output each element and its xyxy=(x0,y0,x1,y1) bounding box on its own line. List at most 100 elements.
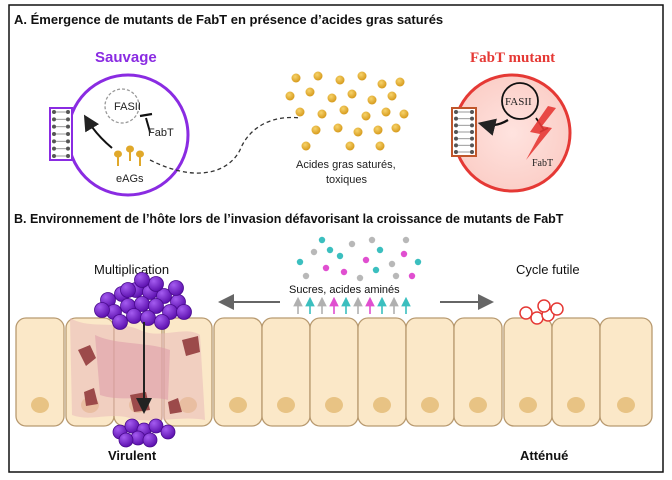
futile-cycle-label: Cycle futile xyxy=(516,262,580,277)
fatty-acid-dot xyxy=(301,141,311,151)
wildtype-fasii-cycle-icon: FASII xyxy=(104,88,141,124)
attenuated-label: Atténué xyxy=(520,448,568,463)
epithelial-cell xyxy=(15,317,65,427)
bacterium xyxy=(134,272,150,288)
nutrient-dot xyxy=(414,258,422,266)
panel-b-title: B. Environnement de l’hôte lors de l’inv… xyxy=(14,212,564,226)
mutant-fabt-label: FabT xyxy=(532,158,553,169)
bacterium xyxy=(142,432,158,448)
bacterium xyxy=(148,298,164,314)
eags-label: eAGs xyxy=(116,173,144,185)
lipid-head xyxy=(66,117,70,122)
nutrient-dot xyxy=(318,236,326,244)
wildtype-label: Sauvage xyxy=(95,49,157,66)
nutrients-label: Sucres, acides aminés xyxy=(289,284,400,296)
fatty-acid-dot xyxy=(311,125,321,135)
bacterium xyxy=(176,304,192,320)
fatty-acid-uptake-link xyxy=(149,116,301,174)
fatty-acids-label-line2: toxiques xyxy=(326,174,367,186)
bacterium xyxy=(94,302,110,318)
lipid-head xyxy=(52,132,56,136)
lipid-head xyxy=(454,143,458,148)
bacterium xyxy=(126,308,142,324)
nutrient-dot xyxy=(322,264,330,272)
bacterium xyxy=(120,282,136,298)
nutrient-dot xyxy=(348,240,356,248)
lipid-head xyxy=(454,130,458,134)
wildtype-membrane xyxy=(49,107,73,161)
nutrient-dot xyxy=(368,236,376,244)
fatty-acid-dot xyxy=(305,87,315,97)
lipid-head xyxy=(470,130,474,134)
nutrient-dot xyxy=(372,266,380,274)
fatty-acid-dot xyxy=(373,125,383,135)
mutant-fasii-label: FASII xyxy=(505,96,532,108)
lipid-head xyxy=(52,146,56,151)
mutant-label: FabT mutant xyxy=(470,50,555,66)
nutrient-dot xyxy=(402,236,410,244)
bacterium xyxy=(118,432,134,448)
lipid-head xyxy=(52,139,56,144)
lightning-icon xyxy=(526,106,556,160)
lipid-head xyxy=(470,150,474,154)
lipid-head xyxy=(52,124,56,129)
lipid-head xyxy=(66,146,70,151)
lipid-head xyxy=(454,136,458,141)
fatty-acid-dot xyxy=(339,105,349,115)
lipid-head xyxy=(470,143,474,148)
bacterium xyxy=(112,314,128,330)
fatty-acid-dot xyxy=(291,73,301,83)
lipid-head xyxy=(52,154,56,158)
nutrient-dot xyxy=(326,246,334,254)
eags-icon xyxy=(114,145,144,166)
fatty-acid-dot xyxy=(387,91,397,101)
nutrient-dot xyxy=(296,258,304,266)
lipid-head xyxy=(454,116,458,121)
fatty-acid-dot xyxy=(361,111,371,121)
nutrient-dot xyxy=(340,268,348,276)
lipid-head xyxy=(52,117,56,122)
nutrient-cloud xyxy=(296,236,422,282)
lipid-head xyxy=(66,110,70,114)
lipid-head xyxy=(66,154,70,158)
epithelial-cell xyxy=(599,317,653,427)
bacterium xyxy=(140,310,156,326)
panel-a-title: A. Émergence de mutants de FabT en prése… xyxy=(14,12,443,27)
lipid-head xyxy=(470,123,474,128)
fatty-acid-dot xyxy=(333,123,343,133)
figure-border xyxy=(8,4,664,473)
bacterium xyxy=(154,314,170,330)
nutrient-dot xyxy=(302,272,310,280)
bacteria-cluster-top xyxy=(94,272,192,330)
fatty-acid-dot xyxy=(377,79,387,89)
cell-nucleus xyxy=(567,397,585,413)
lipid-head xyxy=(66,139,70,144)
cell-nucleus xyxy=(421,397,439,413)
lipid-head xyxy=(470,116,474,121)
mutant-fasii-cycle-icon: FASII xyxy=(501,82,539,120)
futile-bacteria xyxy=(519,299,564,325)
lipid-head xyxy=(454,150,458,154)
fatty-acid-dot xyxy=(367,95,377,105)
fatty-acid-dot xyxy=(353,127,363,137)
bacterium xyxy=(168,280,184,296)
nutrient-uptake-arrows xyxy=(293,296,411,314)
cell-nucleus xyxy=(229,397,247,413)
nutrient-dot xyxy=(376,246,384,254)
nutrient-dot xyxy=(336,252,344,260)
fatty-acid-dot xyxy=(345,141,355,151)
fatty-acid-dot xyxy=(285,91,295,101)
cell-nucleus xyxy=(31,397,49,413)
lipid-head xyxy=(470,136,474,141)
fatty-acid-dot xyxy=(313,71,323,81)
fatty-acid-dot xyxy=(391,123,401,133)
cell-nucleus xyxy=(277,397,295,413)
lipid-head xyxy=(66,124,70,129)
fatty-acid-dot xyxy=(375,141,385,151)
nutrient-dot xyxy=(310,248,318,256)
virulent-label: Virulent xyxy=(108,448,157,463)
multiplication-label: Multiplication xyxy=(94,262,169,277)
wildtype-fasii-label: FASII xyxy=(114,101,141,113)
bacterium xyxy=(148,276,164,292)
